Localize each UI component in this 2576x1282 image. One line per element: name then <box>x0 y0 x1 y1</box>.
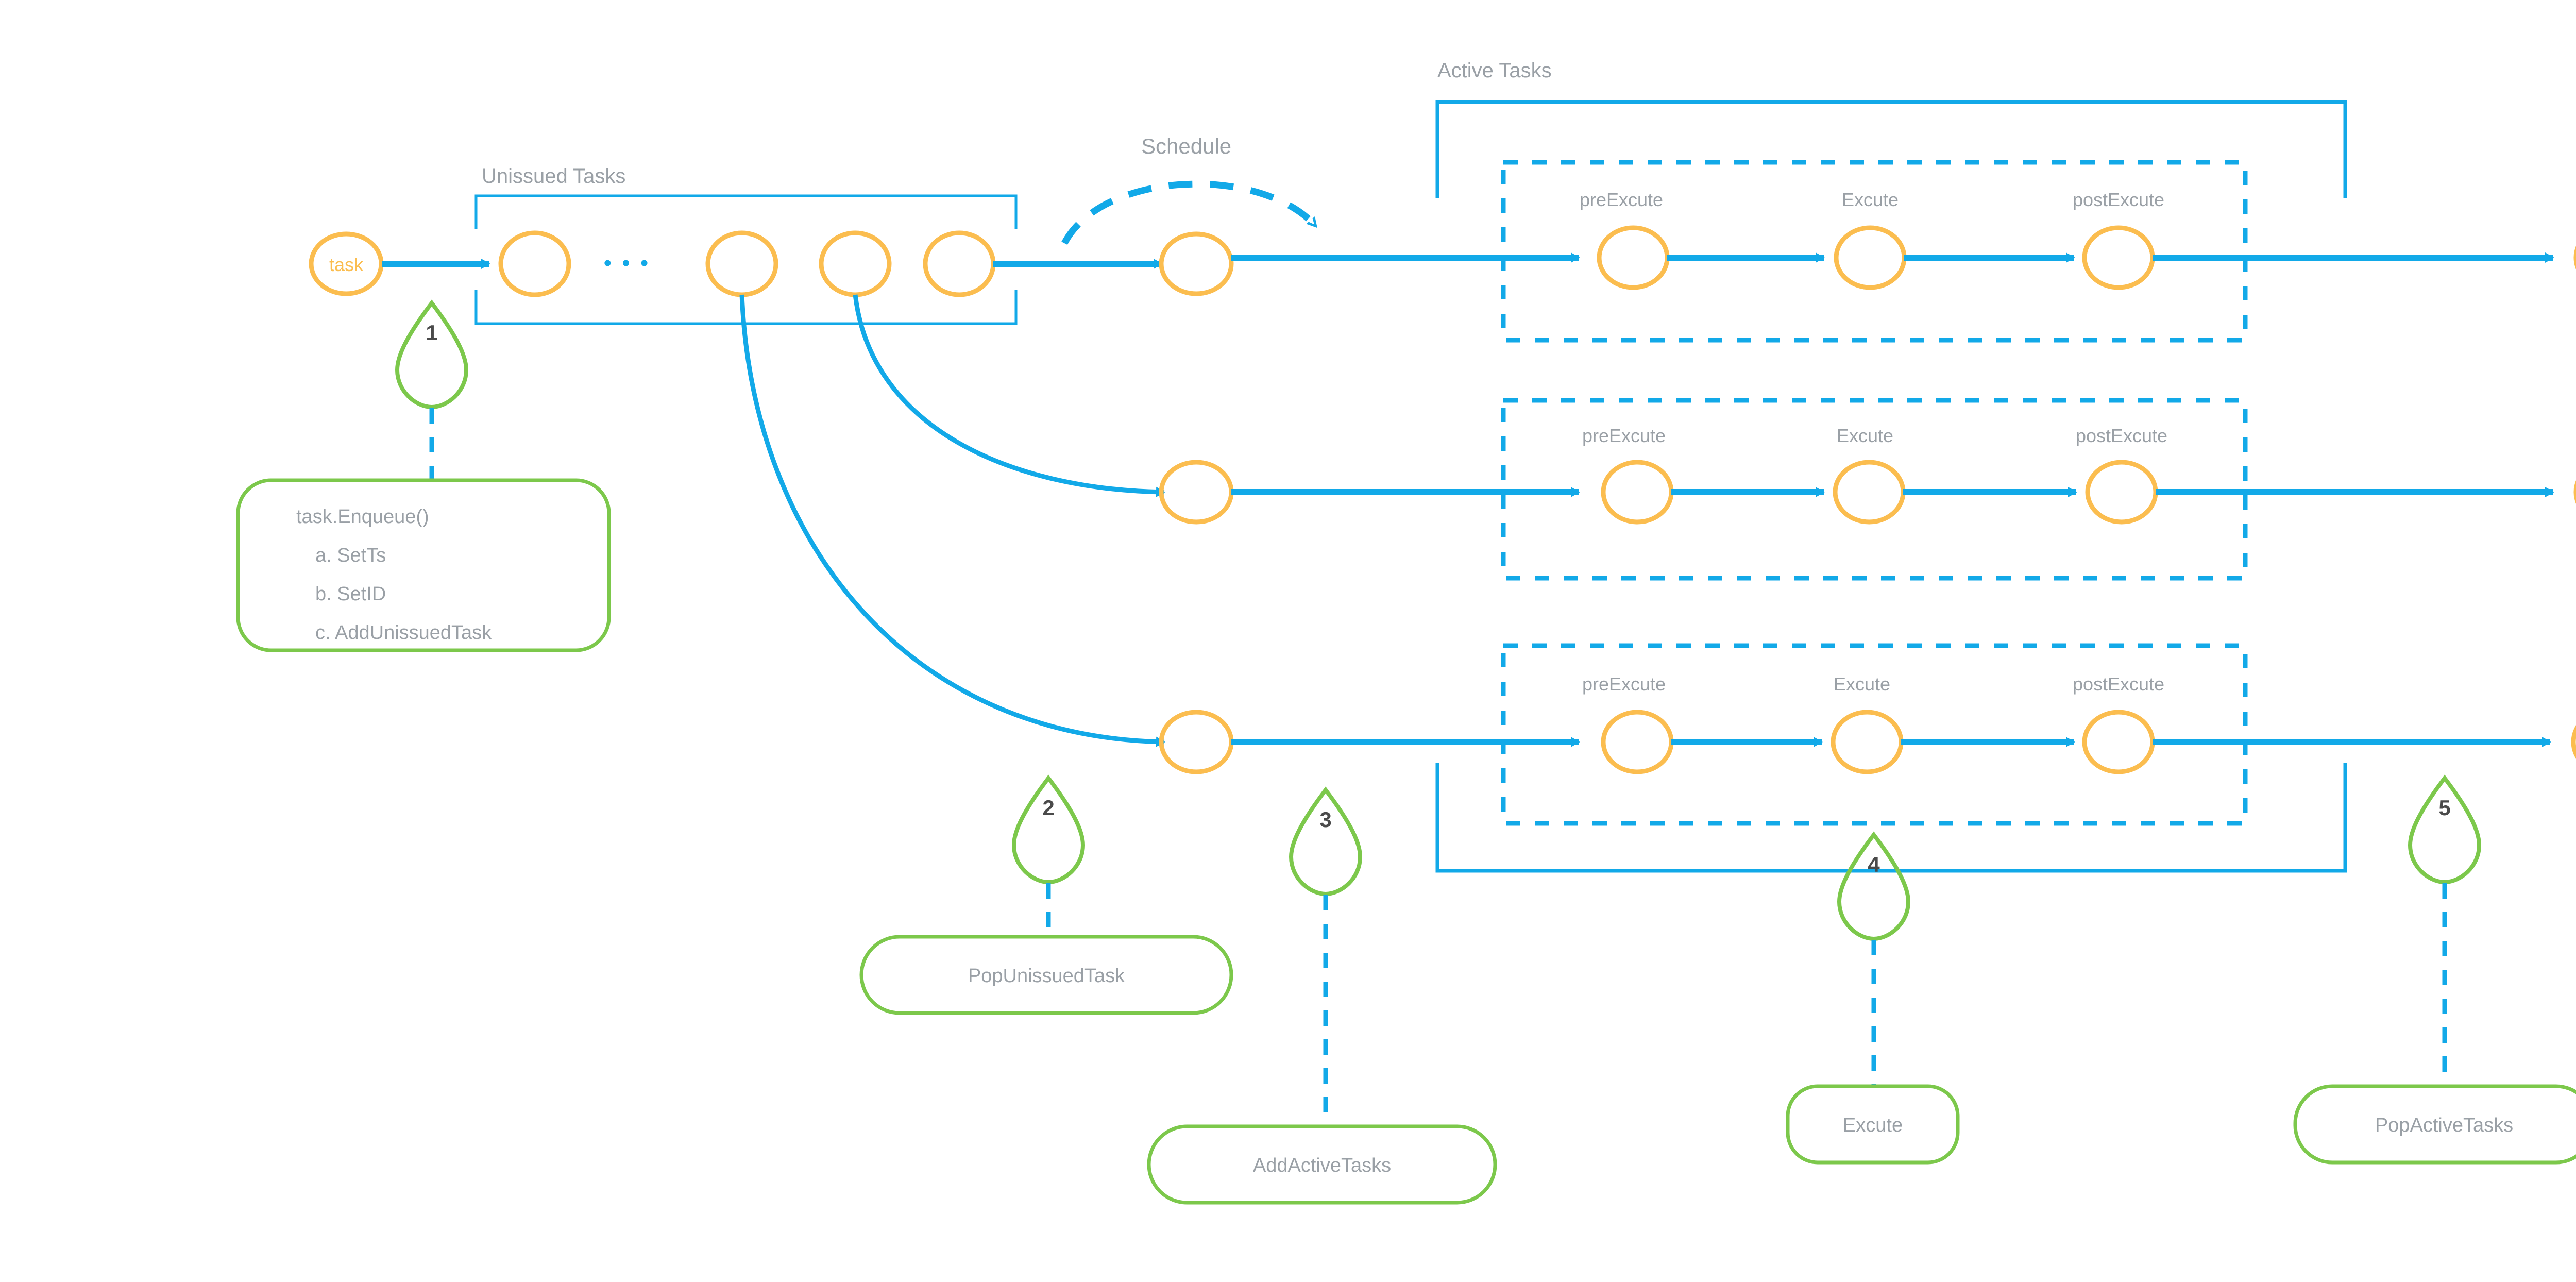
unissued-node-2[interactable] <box>705 230 778 297</box>
callout-1-line-1: task.Enqueue() <box>296 506 429 528</box>
callout-5-box[interactable] <box>2293 1084 2576 1165</box>
row2-stage-label-post: postExcute <box>2076 425 2167 446</box>
row3-node-preexcute[interactable] <box>1601 710 1674 774</box>
active-tasks-bracket-bottom <box>1435 763 2347 873</box>
edge-queue-to-row3 <box>739 294 1165 747</box>
row1-stage-label-exec: Excute <box>1842 189 1899 210</box>
schedule-dashed-arrow <box>1061 180 1319 245</box>
callout-3-pin-icon <box>1289 786 1363 897</box>
callout-4-box[interactable] <box>1786 1084 1960 1165</box>
row1-stage-label-pre: preExcute <box>1580 189 1663 210</box>
callout-1-box[interactable] <box>236 478 611 652</box>
callout-4-number: 4 <box>1868 852 1880 876</box>
callout-4-text: Excute <box>1843 1115 1903 1136</box>
callout-1-pin-icon <box>395 299 469 410</box>
callout-2-number: 2 <box>1042 796 1054 820</box>
callout-3-box[interactable] <box>1147 1124 1497 1205</box>
row2-node-postexcute[interactable] <box>2085 460 2158 525</box>
row1-node-preexcute[interactable] <box>1597 225 1670 290</box>
row2-node-excute[interactable] <box>1833 460 1906 525</box>
task-source-label: task <box>329 254 364 275</box>
unissued-node-1[interactable] <box>498 230 571 297</box>
callout-1-number: 1 <box>426 320 437 345</box>
unissued-node-3[interactable] <box>819 230 892 297</box>
active-tasks-label: Active Tasks <box>1437 59 1552 82</box>
callout-3-number: 3 <box>1319 807 1331 832</box>
row2-node-preexcute[interactable] <box>1601 460 1674 525</box>
row3-stage-label-pre: preExcute <box>1582 673 1666 695</box>
row1-node-excute[interactable] <box>1834 225 1907 290</box>
row1-entry-node[interactable] <box>1159 231 1234 296</box>
edge-queue-to-row2 <box>853 294 1165 497</box>
callout-3-text: AddActiveTasks <box>1253 1155 1391 1176</box>
row3-node-excute[interactable] <box>1831 710 1904 774</box>
callout-2-box[interactable] <box>859 935 1233 1015</box>
row3-stage-label-exec: Excute <box>1834 673 1890 695</box>
callout-2-pin-icon <box>1011 774 1086 885</box>
active-tasks-bracket <box>1435 100 2347 198</box>
callout-5-pin-icon <box>2408 774 2482 885</box>
callout-1-line-3: b. SetID <box>315 583 386 605</box>
row3-node-postexcute[interactable] <box>2082 710 2155 774</box>
row2-entry-node[interactable] <box>1159 460 1234 525</box>
row2-stage-label-exec: Excute <box>1837 425 1893 446</box>
row1-node-postexcute[interactable] <box>2082 225 2155 290</box>
callout-4-pin-icon <box>1837 831 1911 941</box>
callout-1-line-2: a. SetTs <box>315 545 386 566</box>
row3-pipeline-box <box>1501 643 2248 826</box>
schedule-label: Schedule <box>1141 134 1231 158</box>
unissued-bracket-top <box>474 194 1018 229</box>
callout-5-text: PopActiveTasks <box>2375 1115 2513 1136</box>
row2-stage-label-pre: preExcute <box>1582 425 1666 446</box>
unissued-ellipsis: • • • <box>604 250 651 276</box>
row3-entry-node[interactable] <box>1159 710 1234 774</box>
callout-5-number: 5 <box>2438 796 2450 820</box>
row3-stage-label-post: postExcute <box>2073 673 2164 695</box>
row3-exit-node[interactable] <box>2571 709 2576 775</box>
unissued-node-4[interactable] <box>923 230 996 297</box>
unissued-tasks-label: Unissued Tasks <box>482 165 625 188</box>
callout-1-line-4: c. AddUnissuedTask <box>315 622 492 644</box>
task-source-node[interactable] <box>309 231 384 296</box>
row1-stage-label-post: postExcute <box>2073 189 2164 210</box>
callout-2-text: PopUnissuedTask <box>968 965 1125 987</box>
